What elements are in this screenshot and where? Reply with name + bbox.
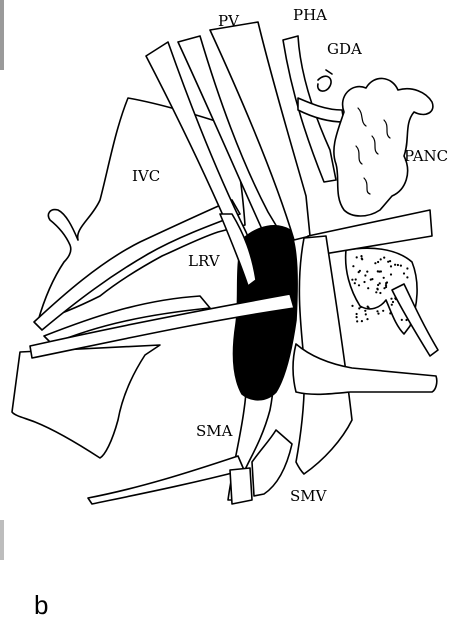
- stipple-dot: [351, 279, 353, 281]
- stipple-dot: [376, 310, 378, 312]
- stipple-dot: [383, 277, 385, 279]
- stipple-dot: [390, 265, 392, 267]
- stipple-dot: [380, 258, 382, 260]
- stipple-dot: [354, 282, 356, 284]
- label-ivc: IVC: [132, 167, 160, 185]
- stipple-dot: [401, 319, 403, 321]
- stipple-dot: [377, 284, 379, 286]
- label-panc: PANC: [404, 147, 448, 165]
- stipple-dot: [387, 261, 389, 263]
- stipple-dot: [406, 267, 408, 269]
- stipple-dot: [390, 298, 392, 300]
- stipple-dot: [376, 288, 378, 290]
- stipple-dot: [397, 264, 399, 266]
- stipple-dot: [370, 279, 372, 281]
- stipple-dot: [377, 261, 379, 263]
- stipple-dot: [379, 292, 381, 294]
- stipple-dot: [374, 262, 376, 264]
- stipple-dot: [351, 305, 353, 307]
- panel-letter: b: [34, 590, 48, 621]
- stipple-dot: [358, 284, 360, 286]
- stipple-dot: [358, 307, 360, 309]
- stipple-dot: [383, 257, 385, 259]
- label-pha: PHA: [293, 6, 327, 24]
- bottom-diagonal: [88, 456, 244, 504]
- stipple-dot: [392, 301, 394, 303]
- stipple-dot: [403, 272, 405, 274]
- stipple-dot: [379, 282, 381, 284]
- stipple-dot: [386, 281, 388, 283]
- stipple-dot: [375, 291, 377, 293]
- stipple-dot: [366, 271, 368, 273]
- label-lrv: LRV: [188, 252, 221, 270]
- label-pv: PV: [218, 12, 240, 30]
- stipple-dot: [364, 310, 366, 312]
- stipple-dot: [356, 256, 358, 258]
- stipple-dot: [356, 320, 358, 322]
- stipple-dot: [378, 271, 380, 273]
- lower-left-fragment: [12, 345, 160, 458]
- stipple-dot: [356, 313, 358, 315]
- stipple-dot: [400, 265, 402, 267]
- stipple-dot: [390, 273, 392, 275]
- stipple-dot: [391, 304, 393, 306]
- stipple-dot: [385, 284, 387, 286]
- stipple-dot: [394, 264, 396, 266]
- stipple-dot: [385, 286, 387, 288]
- stipple-dot: [364, 274, 366, 276]
- gda-coil: [318, 70, 332, 91]
- stipple-dot: [366, 318, 368, 320]
- label-smv: SMV: [290, 487, 328, 505]
- stipple-dot: [352, 265, 354, 267]
- stipple-dot: [363, 281, 365, 283]
- stipple-dot: [360, 255, 362, 257]
- stipple-dot: [355, 278, 357, 280]
- stipple-dot: [389, 312, 391, 314]
- stipple-dot: [367, 306, 369, 308]
- stipple-dot: [361, 257, 363, 259]
- stipple-dot: [382, 310, 384, 312]
- label-sma: SMA: [196, 422, 233, 440]
- stipple-dot: [361, 320, 363, 322]
- stipple-dot: [389, 260, 391, 262]
- stipple-dot: [365, 313, 367, 315]
- stipple-dot: [377, 313, 379, 315]
- stipple-dot: [406, 276, 408, 278]
- stipple-dot: [359, 270, 361, 272]
- stipple-dot: [356, 316, 358, 318]
- label-gda: GDA: [327, 40, 362, 58]
- stipple-dot: [367, 287, 369, 289]
- sma-ending: [230, 468, 252, 504]
